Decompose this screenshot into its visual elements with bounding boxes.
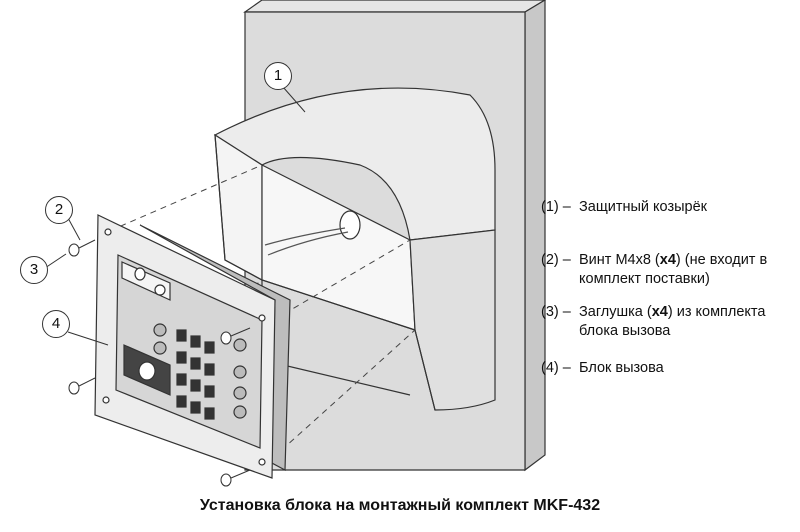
callout-3: 3 <box>20 256 48 284</box>
alignment-lines <box>99 164 416 466</box>
legend-num: (1) – <box>541 199 571 215</box>
figure-caption: Установка блока на монтажный комплект MK… <box>199 497 601 514</box>
legend-item-4: (4) – Блок вызова <box>541 359 799 378</box>
legend-text-part: Заглушка ( <box>579 304 652 320</box>
callout-2: 2 <box>45 196 73 224</box>
leader-lines <box>44 86 306 346</box>
legend-text: Заглушка (х4) из комплекта блока вызова <box>579 303 799 341</box>
legend-text: Винт М4х8 (х4) (не входит в комплект пос… <box>579 251 799 289</box>
legend-quantity: х4 <box>659 252 676 268</box>
legend-text: Блок вызова <box>579 360 664 376</box>
keypad <box>176 329 215 420</box>
callout-4: 4 <box>42 310 70 338</box>
legend-num: (2) – <box>541 252 571 268</box>
legend-item-2: (2) – Винт М4х8 (х4) (не входит в комплек… <box>541 251 799 289</box>
legend-text: Защитный козырёк <box>579 199 708 215</box>
legend-item-3: (3) – Заглушка (х4) из комплекта блока вы… <box>541 303 799 341</box>
legend-text-part: ) из комплекта блока вызова <box>579 304 766 339</box>
legend-text-part: ) (не входит в комплект поставки) <box>579 252 768 287</box>
call-panel <box>94 214 291 479</box>
legend-num: (3) – <box>541 304 571 320</box>
legend-item-1: (1) – Защитный козырёк <box>541 198 799 217</box>
screws <box>68 239 251 487</box>
legend-quantity: х4 <box>651 304 668 320</box>
protective-hood <box>213 87 496 411</box>
legend-num: (4) – <box>541 360 571 376</box>
legend-text-part: Винт М4х8 ( <box>579 252 660 268</box>
callout-1: 1 <box>264 62 292 90</box>
